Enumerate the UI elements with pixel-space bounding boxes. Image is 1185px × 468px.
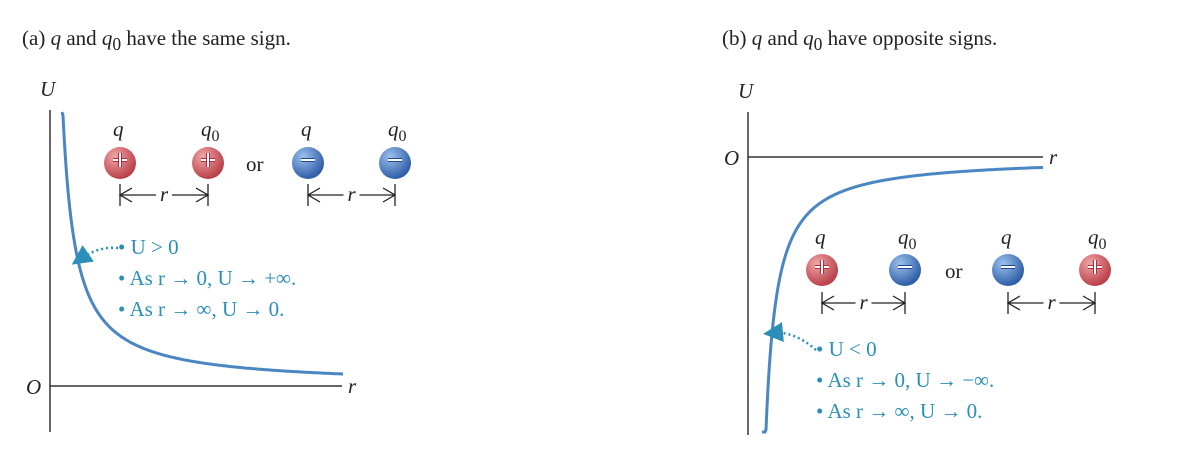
or-label: or — [246, 152, 264, 176]
panel-b-origin-label: O — [724, 146, 739, 170]
panel-b-y-axis-label: U — [738, 79, 755, 103]
charge-label-q: q — [815, 225, 826, 249]
distance-arrow-icon — [1006, 295, 1097, 311]
charge-label-q: q — [1001, 225, 1012, 249]
panel-b-x-axis-label: r — [1049, 145, 1058, 169]
distance-arrow-icon — [118, 187, 210, 203]
or-label: or — [945, 259, 963, 283]
panel-a-title: (a) q and q0 have the same sign. — [22, 26, 291, 55]
negative-charge-icon — [992, 254, 1024, 286]
dotted-pointer-arrow-icon — [71, 245, 119, 265]
panel-a-note-1: • U > 0 — [118, 235, 179, 259]
panel-b-note-1: • U < 0 — [816, 337, 877, 361]
panel-b-title: (b) q and q0 have opposite signs. — [722, 26, 998, 55]
charge-label-q0: q0 — [898, 225, 917, 253]
dotted-pointer-arrow-icon — [763, 322, 817, 351]
panel-a-potential-energy-curve — [60, 111, 343, 376]
distance-label: r — [348, 182, 357, 206]
charge-label-q0: q0 — [1088, 225, 1107, 253]
charge-label-q: q — [113, 117, 124, 141]
panel-a-y-axis-label: U — [40, 77, 57, 101]
panel-a-origin-label: O — [26, 375, 41, 399]
charge-label-q: q — [301, 117, 312, 141]
negative-charge-icon — [292, 147, 324, 179]
distance-label: r — [160, 182, 169, 206]
panel-b-note-2: • As r → 0, U → −∞. — [816, 368, 994, 392]
charge-label-q0: q0 — [201, 117, 220, 145]
distance-label: r — [860, 290, 869, 314]
charge-label-q0: q0 — [388, 117, 407, 145]
distance-arrow-icon — [306, 187, 397, 203]
negative-charge-icon — [889, 254, 921, 286]
panel-a-x-axis-label: r — [348, 374, 357, 398]
distance-label: r — [1048, 290, 1057, 314]
distance-arrow-icon — [820, 295, 907, 311]
panel-a-note-2: • As r → 0, U → +∞. — [118, 266, 296, 290]
negative-charge-icon — [379, 147, 411, 179]
panel-a-note-3: • As r → ∞, U → 0. — [118, 297, 284, 321]
panel-b-potential-energy-curve — [762, 165, 1044, 434]
panel-b-note-3: • As r → ∞, U → 0. — [816, 399, 982, 423]
